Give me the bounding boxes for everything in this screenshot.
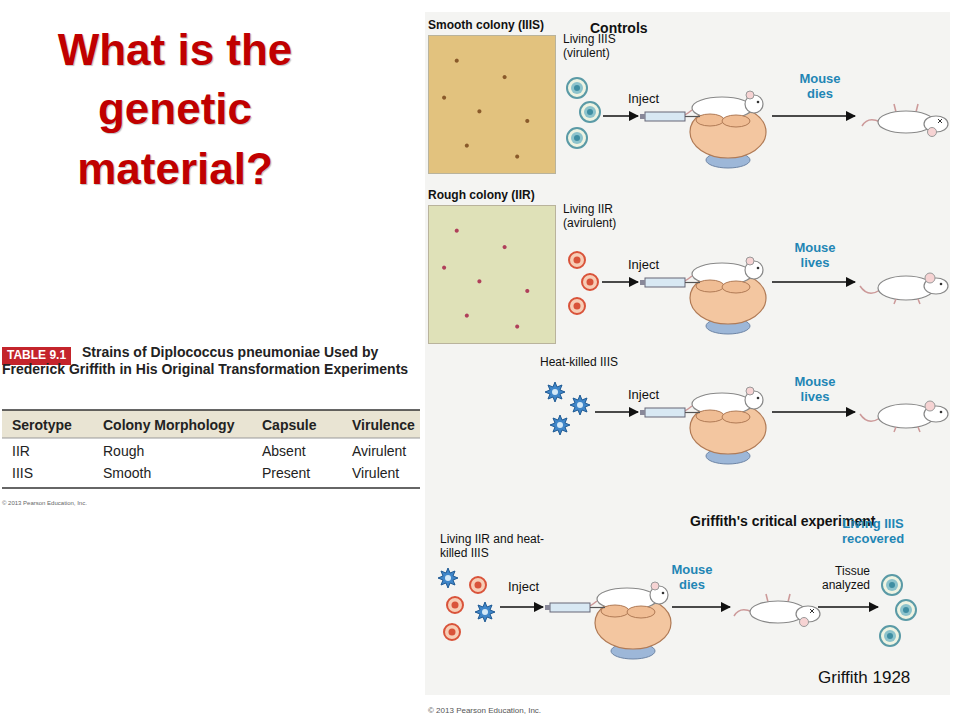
table-cell: Present [262,465,347,481]
colony-photo: Smooth colony (IIIS) [428,18,556,174]
table-cell: Virulent [352,465,419,481]
table-cell: Avirulent [352,443,419,459]
cell-label: Living IIR and heat-killed IIIS [440,533,545,561]
table-header: Serotype [12,417,100,433]
cell-label: Heat-killed IIIS [540,356,650,370]
table-header: Colony Morphology [103,417,258,433]
table-cell: IIIS [12,465,100,481]
table-cell: Smooth [103,465,258,481]
slide-title: What is the genetic material? [20,20,330,198]
copyright: © 2013 Pearson Education, Inc. [2,500,152,507]
colony-photo: Rough colony (IIR) [428,188,556,344]
outcome-label: Mouse dies [788,72,852,102]
table-header: Capsule [262,417,347,433]
photo-heading: Smooth colony (IIIS) [428,18,556,32]
outcome-label: Mouse dies [662,563,722,593]
arrow-label: Inject [628,92,673,107]
citation: Griffith 1928 [818,668,943,688]
table-cell: Absent [262,443,347,459]
arrow-label: Inject [628,258,673,273]
copyright: © 2013 Pearson Education, Inc. [428,706,628,715]
arrow-label: Inject [628,388,673,403]
table-cell: IIR [12,443,100,459]
table-cell: Rough [103,443,258,459]
cell-label: Living IIR (avirulent) [563,203,635,231]
arrow-label: Tissue analyzed [808,565,870,593]
outcome-label: Mouse lives [783,375,847,405]
table-header: Virulence [352,417,419,433]
outcome-label: Living IIIS recovered [828,517,918,547]
colony-micrograph [428,205,556,344]
outcome-label: Mouse lives [783,241,847,271]
arrow-label: Inject [508,580,553,595]
cell-label: Living IIIS (virulent) [563,33,635,61]
colony-micrograph [428,35,556,174]
table-caption: Strains of Diplococcus pneumoniae Used b… [2,344,420,378]
photo-heading: Rough colony (IIR) [428,188,556,202]
